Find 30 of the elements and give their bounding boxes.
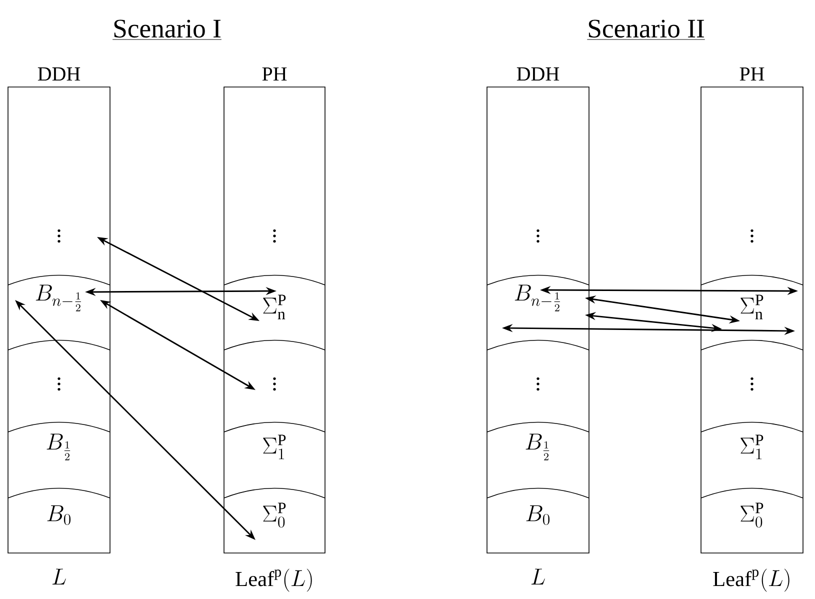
column-cell: $\vdots$ [536, 229, 540, 243]
node-label: DDH [516, 67, 560, 81]
column-cell: $\Sigma^{\mathrm{P}}_{\mathrm{n}}$ [263, 294, 286, 320]
column-cell: $B_0$ [47, 505, 70, 525]
node-label: $L$ [52, 568, 66, 585]
node-label: $\mathrm{Leaf}^{\mathrm{p}}(L)$ [713, 568, 790, 592]
scenario-title: Scenario II [586, 20, 706, 40]
column-cell: $\Sigma^{\mathrm{P}}_{0}$ [263, 502, 286, 528]
column-cell: $B_0$ [526, 505, 550, 525]
node-label: PH [740, 67, 764, 81]
column-cell: $\Sigma^{\mathrm{P}}_{1}$ [263, 434, 286, 460]
column-cell: $B_{n-\frac{1}{2}}$ [36, 284, 81, 312]
scenario-title: Scenario I [112, 20, 222, 40]
column-cell: $B_{\frac{1}{2}}$ [46, 434, 70, 460]
node-label: DDH [38, 67, 80, 81]
node-label: PH [262, 67, 287, 81]
column-cell: $\vdots$ [273, 229, 276, 243]
column-cell: $\vdots$ [750, 229, 754, 243]
column-cell: $B_{n-\frac{1}{2}}$ [514, 284, 560, 312]
column-cell: $\Sigma^{\mathrm{P}}_{0}$ [740, 502, 764, 528]
column-cell: $\vdots$ [750, 377, 754, 391]
column-cell: $\Sigma^{\mathrm{P}}_{1}$ [740, 434, 764, 460]
node-label: $L$ [531, 568, 545, 585]
column-cell: $B_{\frac{1}{2}}$ [526, 434, 550, 460]
node-label: $\mathrm{Leaf}^{\mathrm{p}}(L)$ [236, 568, 312, 592]
column-cell: $\vdots$ [58, 229, 60, 243]
column-cell: $\Sigma^{\mathrm{P}}_{\mathrm{n}}$ [740, 294, 764, 320]
column-cell: $\vdots$ [536, 377, 540, 391]
column-cell: $\vdots$ [273, 377, 276, 391]
column-cell: $\vdots$ [58, 377, 60, 391]
